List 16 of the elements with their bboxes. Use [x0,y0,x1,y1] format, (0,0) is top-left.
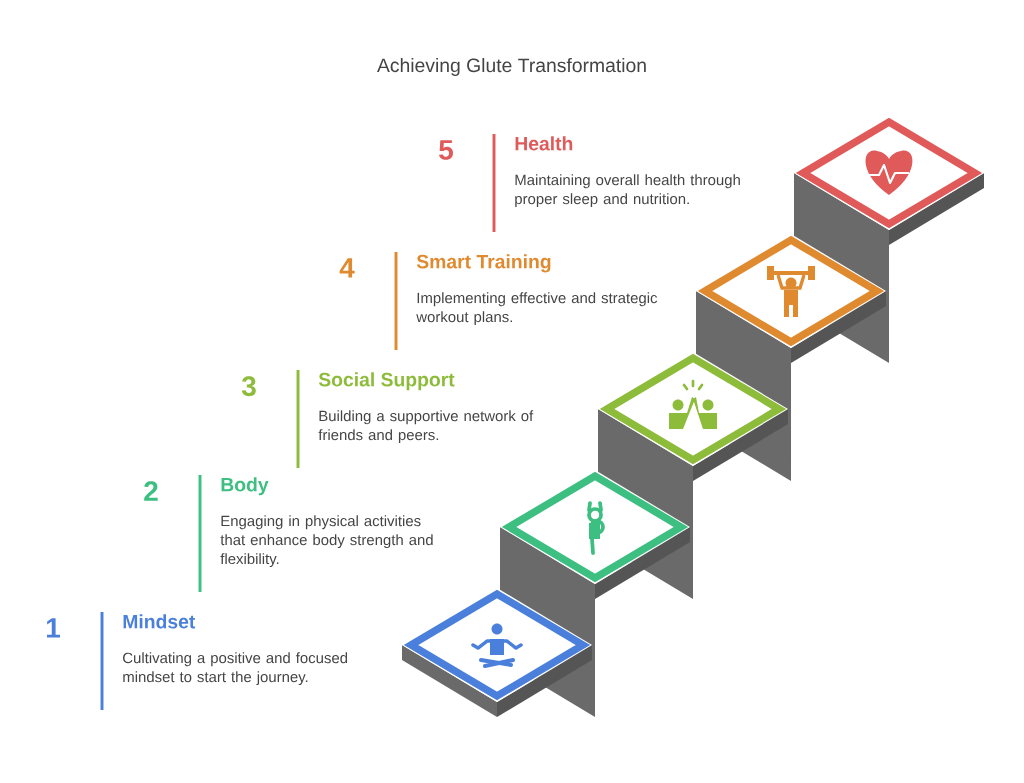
step-number: 2 [144,481,158,501]
step-description: Cultivating a positive and focused mindset to start the journey. [123,652,348,686]
step-description: Implementing effective and strategic workout plans. [416,292,658,326]
step-description: Engaging in physical activities that enhance body strength and flexibility. [220,515,433,568]
step-heading: Health [515,136,573,151]
step-number: 1 [46,618,60,638]
step-number: 5 [439,140,453,160]
title: Achieving Glute Transformation [377,58,646,76]
step-number: 4 [339,258,355,278]
step-heading: Social Support [318,372,455,391]
step-description: Maintaining overall health through proper sleep and nutrition. [515,174,740,208]
step-description: Building a supportive network of friends and peers. [318,410,534,444]
step-number: 3 [241,376,256,397]
step-heading: Body [221,477,269,496]
step-heading: Mindset [123,614,196,629]
step-heading: Smart Training [416,254,551,273]
